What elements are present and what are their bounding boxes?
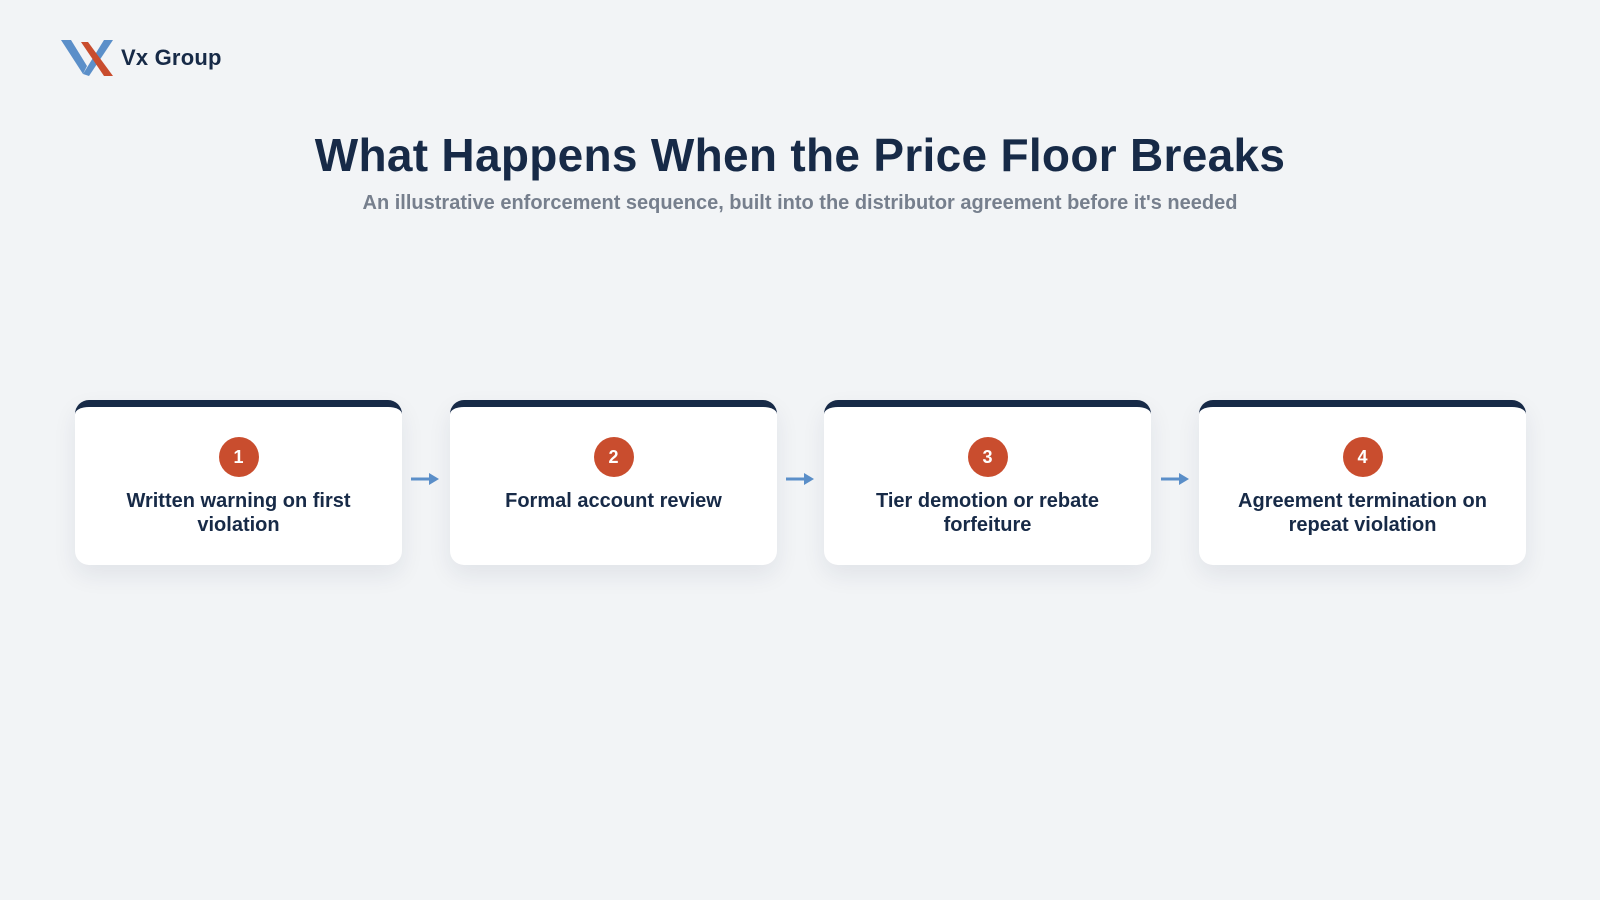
- enforcement-sequence: 1 Written warning on first violation 2 F…: [0, 400, 1600, 565]
- step-label: Agreement termination on repeat violatio…: [1238, 490, 1487, 536]
- vx-logo-icon: [61, 40, 113, 76]
- page-title: What Happens When the Price Floor Breaks: [314, 129, 1286, 181]
- brand-name: Vx Group: [121, 45, 222, 70]
- step-label: Written warning on first violation: [126, 490, 351, 536]
- step-label: Formal account review: [505, 490, 722, 512]
- step-number-badge: 1: [218, 437, 259, 477]
- arrow-right-icon: [1161, 473, 1189, 485]
- brand-logo: Vx Group: [61, 39, 222, 77]
- step-number-badge: 4: [1342, 437, 1383, 477]
- step-number-badge: 2: [593, 437, 634, 477]
- step-card-2: 2 Formal account review: [450, 400, 777, 565]
- step-label: Tier demotion or rebate forfeiture: [875, 490, 1099, 536]
- arrow-right-icon: [786, 473, 814, 485]
- arrow-right-icon: [411, 473, 439, 485]
- step-card-4: 4 Agreement termination on repeat violat…: [1199, 400, 1526, 565]
- step-number-badge: 3: [967, 437, 1008, 477]
- step-card-3: 3 Tier demotion or rebate forfeiture: [824, 400, 1151, 565]
- step-card-1: 1 Written warning on first violation: [75, 400, 402, 565]
- page-subtitle: An illustrative enforcement sequence, bu…: [362, 192, 1238, 214]
